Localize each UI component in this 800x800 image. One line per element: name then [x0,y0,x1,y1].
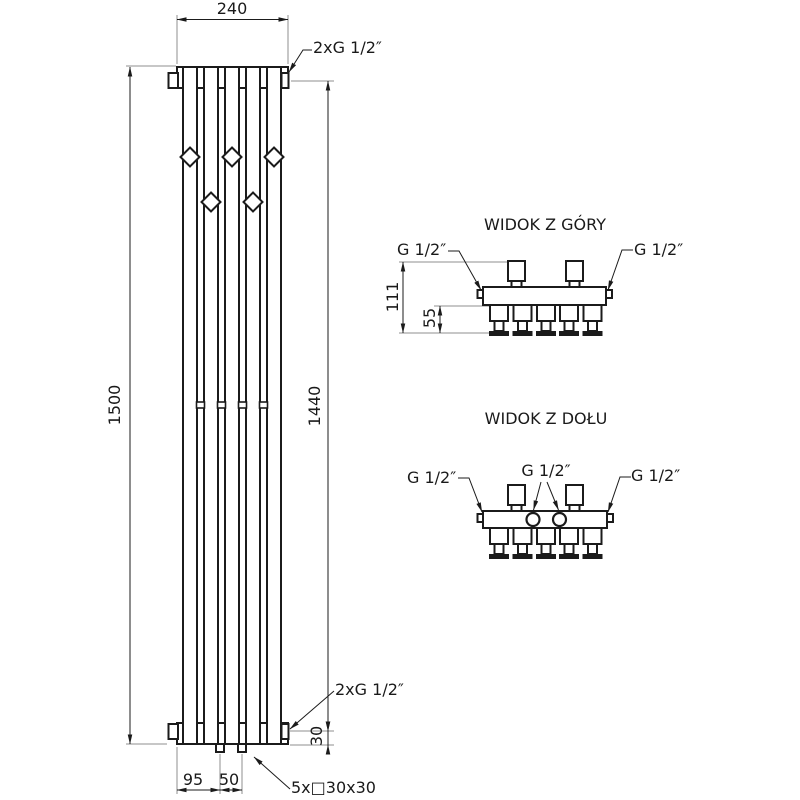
top-view-dim-total-label: 111 [383,281,402,313]
tube-stubs [489,304,603,332]
valve-fitting [507,484,526,506]
dim-foot-left-label: 95 [182,770,204,789]
tube-stubs [489,527,603,555]
valve-fitting [565,484,584,506]
top-right-fitting [280,72,290,89]
dim-inner-height-label: 1440 [305,385,324,427]
bottom-connection-label: 2xG 1/2″ [335,680,404,699]
manifold-bar [482,286,607,306]
radiator-tube [245,66,261,745]
radiator-tube [203,66,219,745]
mid-connectors [195,401,269,409]
bottom-right-fitting [280,723,290,740]
leader-lines [253,49,633,790]
tube-end-caps [489,331,603,336]
top-view-drawing [476,260,613,336]
dimension-lines [127,17,443,793]
radiator-tube [266,66,282,745]
bottom-view-title: WIDOK Z DOŁU [484,409,608,428]
dim-bottom-offset-label: 30 [307,725,326,747]
top-view-dim-lower-label: 55 [420,307,439,329]
dim-foot-spacing-label: 50 [218,770,240,789]
radiator-front-view [167,66,290,753]
radiator-tube [224,66,240,745]
bottom-left-fitting [167,723,179,740]
bottom-view-drawing [476,484,614,559]
dim-height-label: 1500 [105,384,124,426]
bottom-foot-connection [237,743,247,753]
bottom-foot-connection [215,743,225,753]
valve-fitting [507,260,526,282]
top-view-title: WIDOK Z GÓRY [484,215,606,234]
top-view-connection-left: G 1/2″ [397,240,447,259]
dim-width-label: 240 [216,0,248,18]
threaded-hole [525,511,541,528]
profile-label: 5x□30x30 [291,778,376,797]
mounting-diamonds [179,146,285,213]
bottom-view-connection-center: G 1/2″ [521,461,571,480]
radiator-tube [182,66,198,745]
valve-fitting [565,260,584,282]
top-left-fitting [167,72,179,89]
top-connection-label: 2xG 1/2″ [313,38,382,57]
bottom-view-connection-left: G 1/2″ [407,468,457,487]
bottom-view-connection-right: G 1/2″ [631,466,681,485]
manifold-bar [482,510,608,529]
top-view-connection-right: G 1/2″ [634,240,684,259]
tube-end-caps [489,554,603,559]
extension-lines [126,15,507,794]
threaded-hole [551,511,568,528]
